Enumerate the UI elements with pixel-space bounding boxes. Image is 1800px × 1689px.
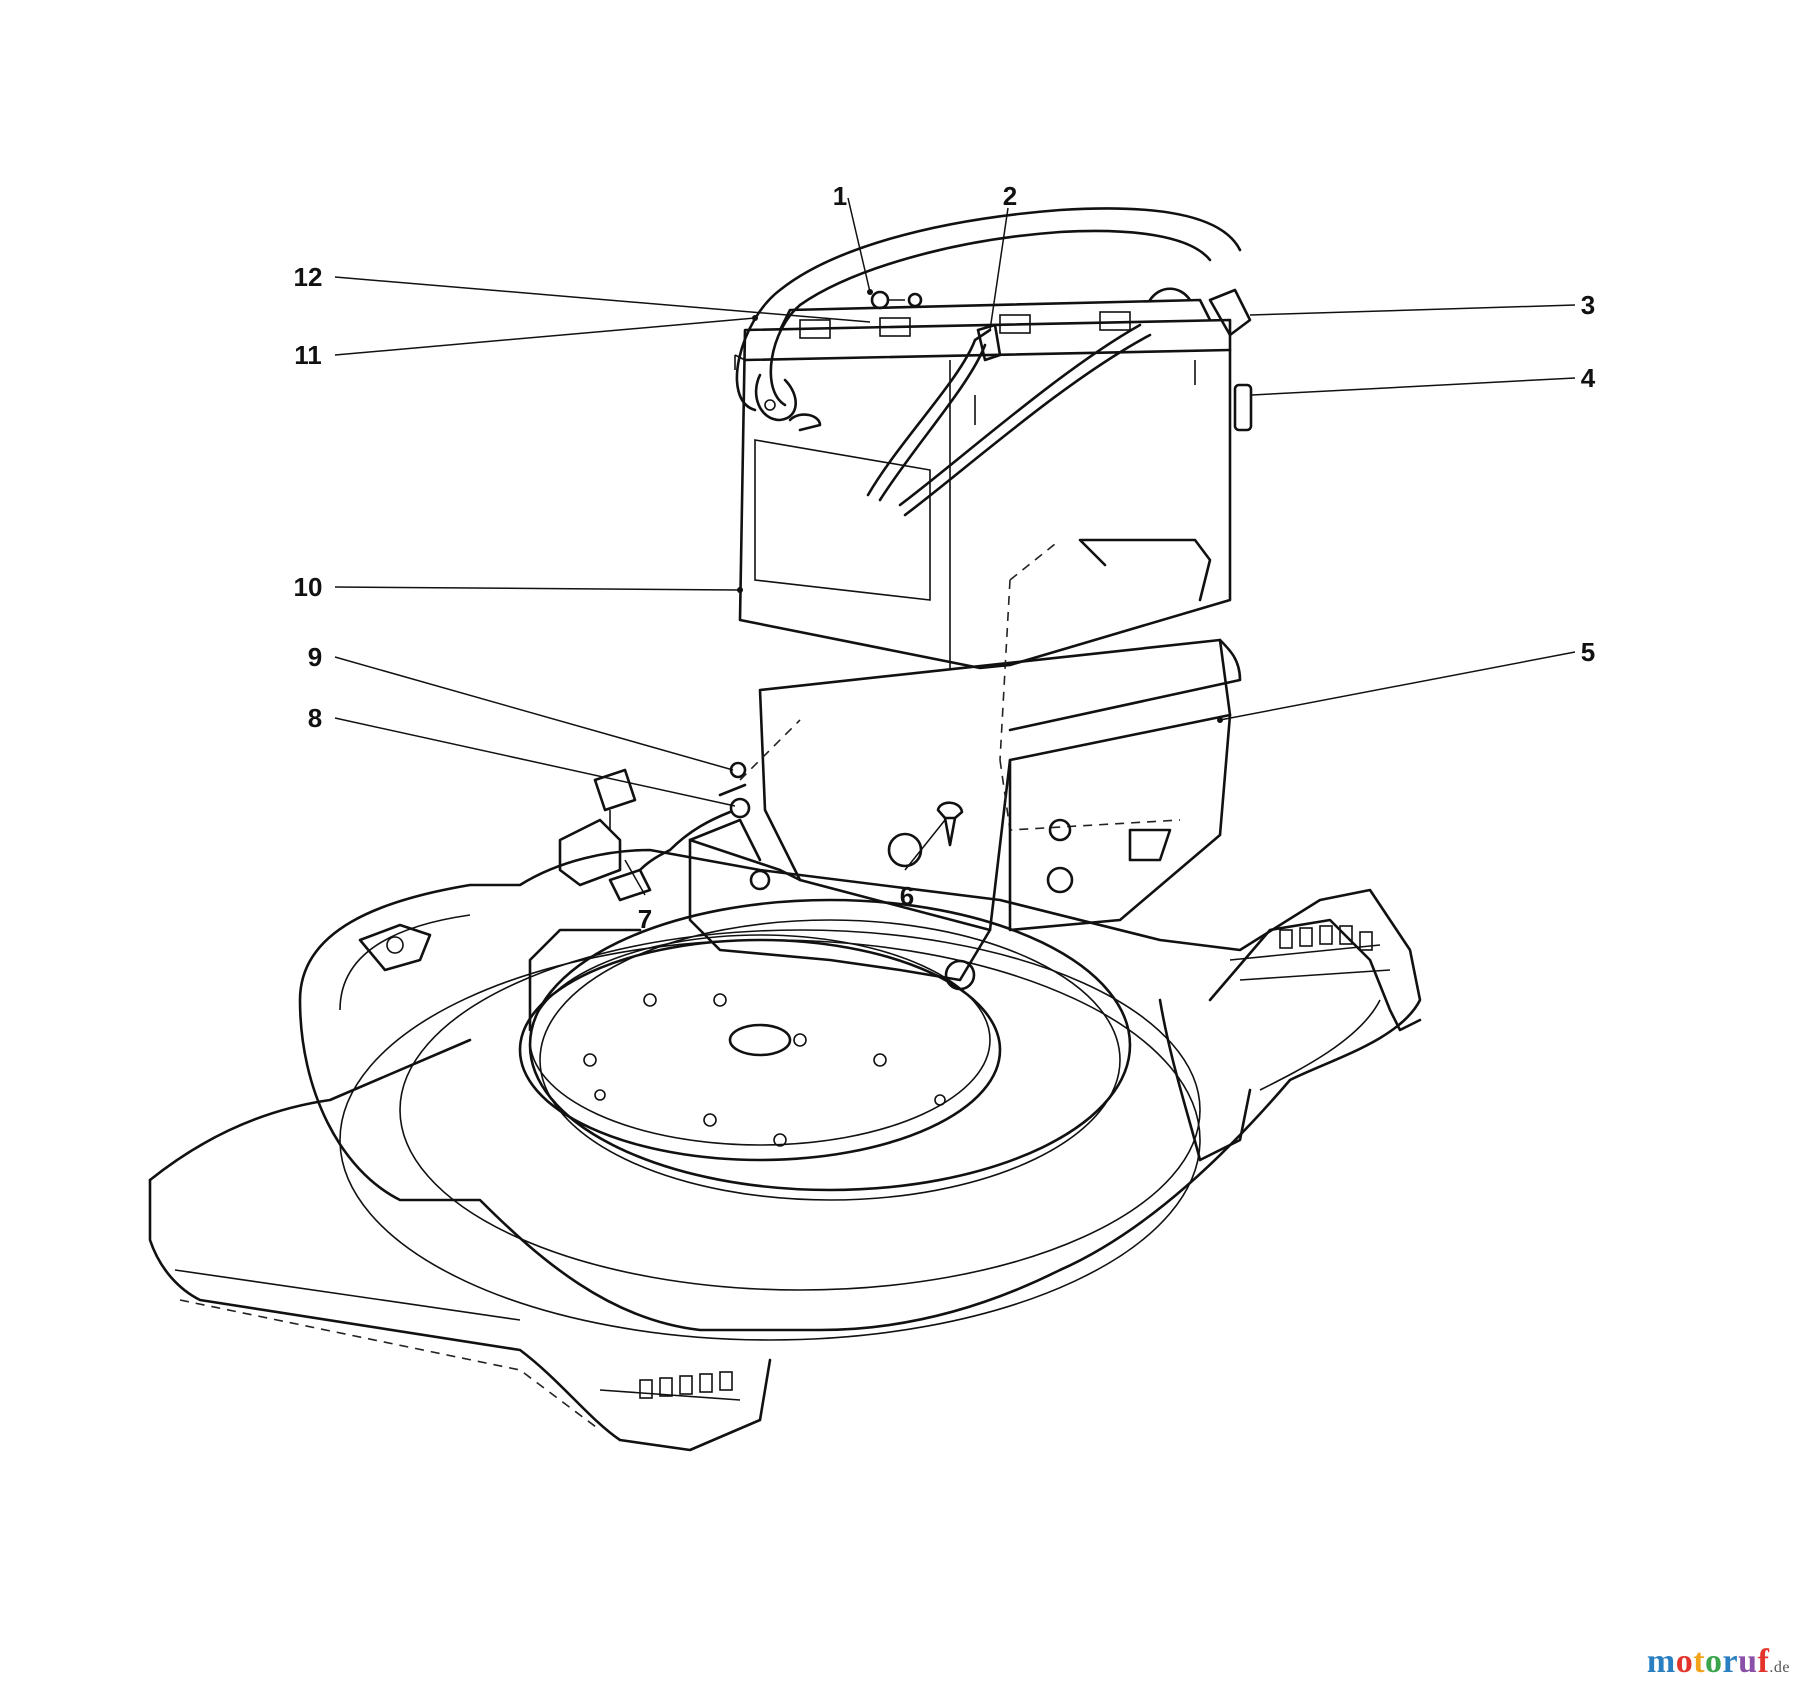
watermark-letter: f: [1757, 1643, 1770, 1680]
leader-5: [1219, 651, 1576, 721]
battery-cables: [866, 287, 1253, 517]
watermark-letter: o: [1675, 1643, 1694, 1680]
battery-handle: [735, 207, 1242, 432]
callout-3: 3: [1581, 290, 1595, 320]
leader-lines: [334, 197, 1576, 896]
terminal-clip-3: [1208, 288, 1252, 337]
callout-11: 11: [294, 340, 322, 370]
terminal-bolt-2: [976, 323, 1002, 362]
callout-4: 4: [1581, 363, 1596, 393]
callout-10: 10: [294, 572, 323, 602]
battery: [734, 298, 1232, 670]
watermark-letter: u: [1738, 1643, 1758, 1680]
callout-1: 1: [833, 181, 847, 211]
callout-6: 6: [900, 881, 914, 911]
wire-terminal-4: [1233, 383, 1253, 432]
leader-7: [624, 859, 646, 896]
switch-assembly: [558, 719, 801, 902]
leader-11: [334, 317, 756, 356]
watermark-letter: o: [1705, 1643, 1723, 1680]
leader-3: [1249, 304, 1576, 316]
callout-9: 9: [308, 642, 322, 672]
mount-holes: [583, 993, 946, 1147]
leader-10: [334, 586, 741, 591]
leader-4: [1251, 377, 1576, 396]
watermark-letter: r: [1722, 1643, 1739, 1680]
bolt-1: [870, 290, 890, 310]
leader-1: [847, 197, 871, 293]
callout-2: 2: [1003, 181, 1017, 211]
callout-7: 7: [638, 904, 652, 934]
motoruf-watermark: motoruf.de: [1647, 1643, 1790, 1681]
leader-8: [334, 717, 736, 807]
callout-5: 5: [1581, 637, 1595, 667]
leader-2: [989, 207, 1009, 331]
leader-12: [334, 276, 871, 323]
bolt-6: [936, 801, 964, 847]
rear-ribs: [1279, 925, 1373, 951]
callout-8: 8: [308, 703, 322, 733]
leader-6: [904, 819, 946, 871]
leader-9: [334, 656, 734, 771]
watermark-suffix: .de: [1769, 1659, 1790, 1676]
front-ribs: [639, 1371, 733, 1399]
battery-tray: [688, 538, 1242, 991]
height-adjust-knob: [358, 923, 432, 972]
mower-deck: [148, 848, 1422, 1452]
watermark-letter: t: [1693, 1643, 1706, 1680]
callout-12: 12: [294, 262, 323, 292]
callout-labels: 1 2 3 4 5 6 7 8 9 10 11 12: [294, 181, 1596, 934]
watermark-letter: m: [1646, 1643, 1676, 1680]
